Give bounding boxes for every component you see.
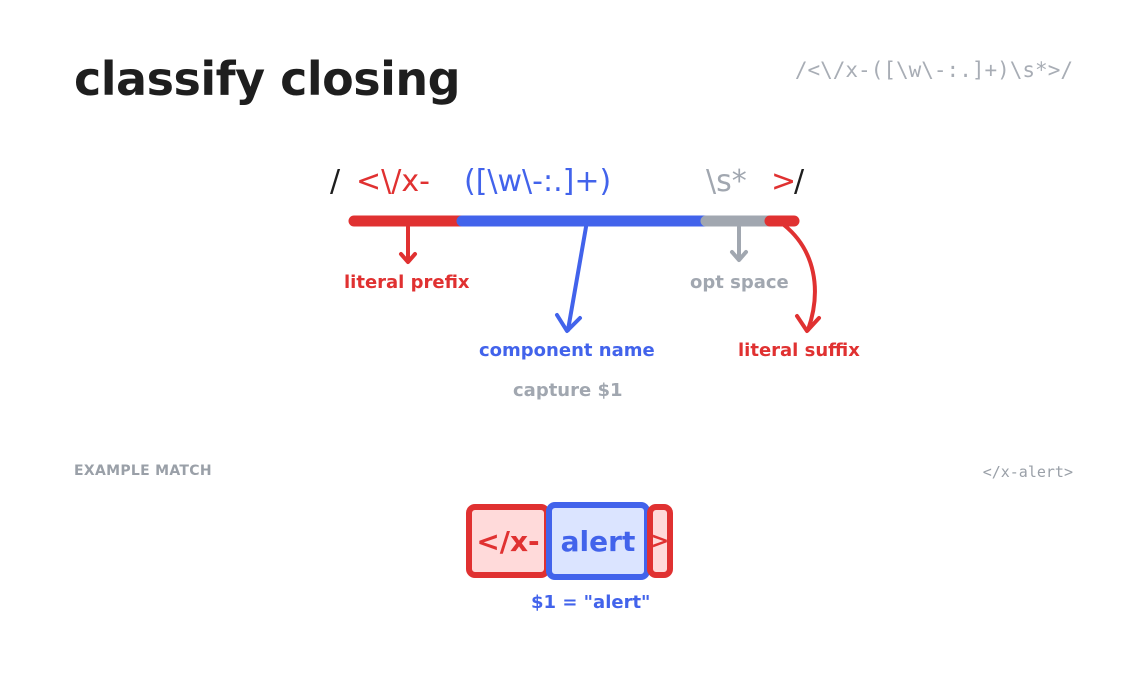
- example-heading: EXAMPLE MATCH: [74, 463, 212, 479]
- example-name-text: alert: [560, 524, 636, 558]
- example-name-box: alert: [546, 502, 650, 580]
- token-close-slash: /: [794, 164, 805, 199]
- group-arrow: [555, 225, 588, 333]
- example-suffix-box: >: [647, 504, 673, 578]
- token-suffix: >: [771, 164, 797, 199]
- example-text: </x-alert>: [982, 463, 1073, 481]
- token-space: \s*: [706, 164, 747, 199]
- space-label: opt space: [690, 272, 789, 293]
- example-prefix-text: </x-: [476, 524, 540, 558]
- regex-pattern: /<\/x-([\w\-:.]+)\s*>/: [794, 58, 1073, 82]
- page-title: classify closing: [74, 52, 461, 106]
- prefix-label: literal prefix: [344, 272, 470, 293]
- prefix-arrow: [399, 225, 417, 264]
- example-result: $1 = "alert": [531, 592, 651, 613]
- token-group: ([\w\-:.]+): [464, 164, 612, 199]
- example-suffix-text: >: [650, 528, 670, 554]
- capture-label: capture $1: [513, 380, 623, 401]
- suffix-arrow: [782, 223, 821, 333]
- token-prefix: <\/x-: [356, 164, 430, 199]
- group-label: component name: [479, 340, 655, 361]
- example-prefix-box: </x-: [466, 504, 550, 578]
- token-open-slash: /: [330, 164, 341, 199]
- space-arrow: [730, 225, 748, 262]
- suffix-label: literal suffix: [738, 340, 860, 361]
